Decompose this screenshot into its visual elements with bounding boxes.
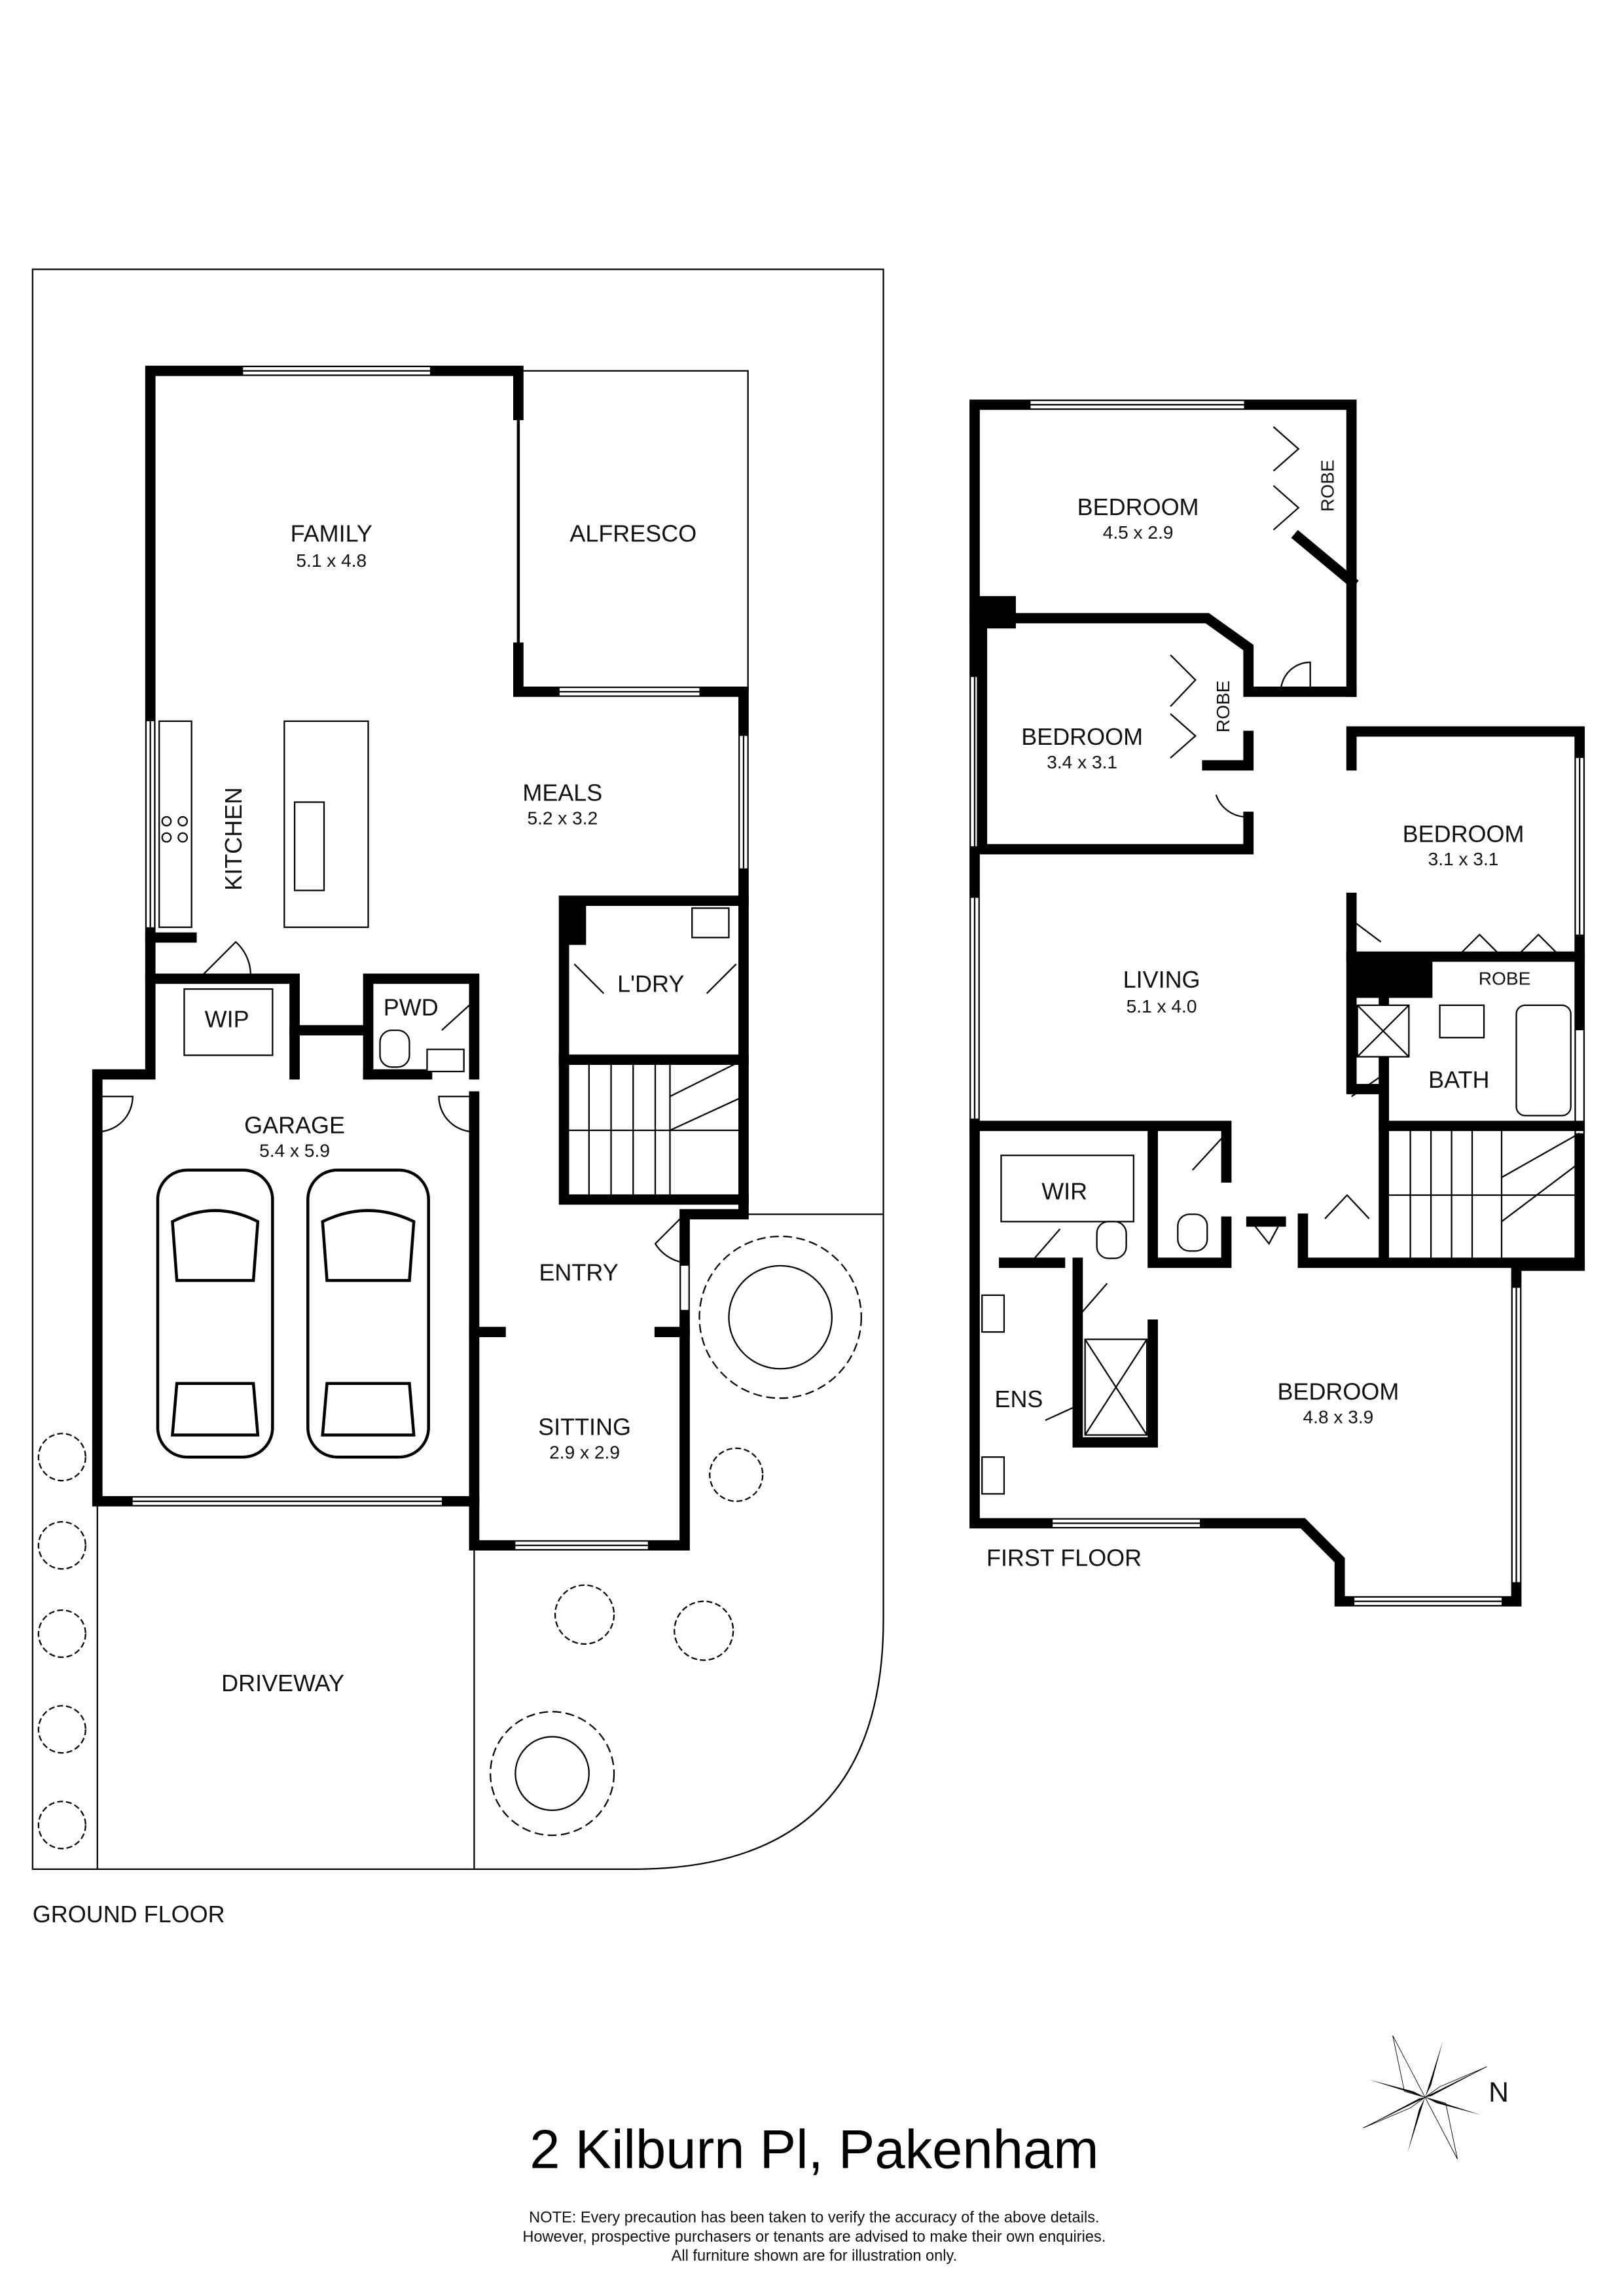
- garage-right-wall: [363, 1069, 480, 1507]
- basin-icon: [981, 1456, 1005, 1495]
- alfresco-outline: [518, 370, 749, 692]
- exterior-walls: [92, 365, 749, 1551]
- door-swings: [97, 941, 737, 1264]
- room-label-robe-3: ROBE: [1479, 968, 1531, 988]
- basin-icon: [426, 1049, 465, 1073]
- room-label-alfresco: ALFRESCO: [569, 520, 696, 547]
- disclaimer-line-2: However, prospective purchasers or tenan…: [522, 2229, 1106, 2246]
- sink-icon: [293, 801, 325, 891]
- room-label-laundry: L'DRY: [617, 971, 684, 997]
- room-label-entry: ENTRY: [539, 1259, 618, 1285]
- room-label-kitchen: KITCHEN: [220, 787, 247, 891]
- bathtub-icon: [1515, 1004, 1572, 1117]
- room-dims-bedroom-1: 4.5 x 2.9: [1103, 522, 1174, 543]
- cooktop-icon: [161, 816, 189, 843]
- room-label-family: FAMILY: [291, 520, 372, 547]
- kitchen-island: [283, 720, 369, 928]
- tree-icon: [37, 1235, 862, 1850]
- room-dims-bedroom-2: 3.4 x 3.1: [1047, 752, 1117, 772]
- basin-icon: [981, 1294, 1005, 1333]
- room-label-meals: MEALS: [522, 779, 602, 806]
- room-label-driveway: DRIVEWAY: [221, 1670, 344, 1696]
- toilet-icon: [1177, 1213, 1208, 1252]
- disclaimer-line-3: All furniture shown are for illustration…: [672, 2248, 958, 2265]
- room-dims-family: 5.1 x 4.8: [296, 550, 367, 571]
- lot-boundary: [31, 268, 884, 1870]
- room-label-robe-2: ROBE: [1213, 681, 1233, 733]
- wip-shelf: [183, 988, 274, 1056]
- stair-walls: [558, 1054, 749, 1205]
- first-floor-plan: BEDROOM 4.5 x 2.9 ROBE BEDROOM 3.4 x 3.1…: [969, 399, 1585, 1607]
- disclaimer-line-1: NOTE: Every precaution has been taken to…: [529, 2210, 1099, 2227]
- bedroom2-walls: [977, 623, 1254, 855]
- ground-floor-label: GROUND FLOOR: [33, 1901, 225, 1928]
- room-label-bath: BATH: [1428, 1066, 1489, 1093]
- first-floor-label: FIRST FLOOR: [986, 1545, 1142, 1571]
- column: [1351, 956, 1433, 998]
- ground-stairs: [564, 1059, 744, 1200]
- room-label-bedroom-3: BEDROOM: [1403, 820, 1525, 847]
- room-dims-living: 5.1 x 4.0: [1127, 996, 1197, 1016]
- laundry-trough-icon: [691, 907, 730, 939]
- toilet-icon: [379, 1029, 410, 1068]
- room-dims-bedroom-3: 3.1 x 3.1: [1428, 849, 1499, 869]
- room-label-sitting: SITTING: [538, 1414, 631, 1441]
- room-label-ens: ENS: [994, 1386, 1043, 1412]
- room-label-bedroom-2: BEDROOM: [1021, 723, 1143, 750]
- column: [559, 901, 586, 945]
- shower-icon: [1084, 1338, 1148, 1436]
- property-address-title: 2 Kilburn Pl, Pakenham: [530, 2119, 1098, 2179]
- room-dims-bedroom-master: 4.8 x 3.9: [1303, 1407, 1374, 1427]
- toilet-icon: [1096, 1221, 1127, 1259]
- ensuite-walls: [969, 1121, 1286, 1448]
- room-label-robe-1: ROBE: [1318, 459, 1338, 512]
- ground-floor-plan: FAMILY 5.1 x 4.8 ALFRESCO KITCHEN MEALS …: [31, 268, 884, 1928]
- room-label-bedroom-master: BEDROOM: [1277, 1378, 1399, 1405]
- room-label-pwd: PWD: [384, 994, 439, 1021]
- room-label-bedroom-1: BEDROOM: [1077, 493, 1199, 520]
- room-label-wir: WIR: [1041, 1178, 1087, 1205]
- wip-walls: [145, 932, 300, 1080]
- room-dims-garage: 5.4 x 5.9: [259, 1140, 330, 1160]
- pwd-walls: [289, 973, 480, 1080]
- column: [974, 596, 1016, 629]
- wir-shelf: [1000, 1155, 1134, 1223]
- room-dims-meals: 5.2 x 3.2: [527, 808, 598, 828]
- room-label-living: LIVING: [1123, 966, 1200, 993]
- first-stairs: [1384, 1126, 1580, 1263]
- compass-north-label: N: [1489, 2077, 1509, 2108]
- shower-icon: [1356, 1005, 1410, 1058]
- room-label-wip: WIP: [205, 1006, 249, 1033]
- car-icon: [306, 1168, 430, 1459]
- room-dims-sitting: 2.9 x 2.9: [549, 1442, 620, 1462]
- door-swings: [1030, 426, 1561, 1422]
- stair-walls: [1297, 1121, 1585, 1268]
- car-icon: [156, 1168, 274, 1459]
- basin-icon: [1439, 1004, 1485, 1039]
- exterior-walls: [969, 399, 1585, 1607]
- compass-rose-icon: [1363, 2035, 1487, 2160]
- bedroom1-walls: [969, 529, 1359, 697]
- room-label-garage: GARAGE: [244, 1112, 345, 1139]
